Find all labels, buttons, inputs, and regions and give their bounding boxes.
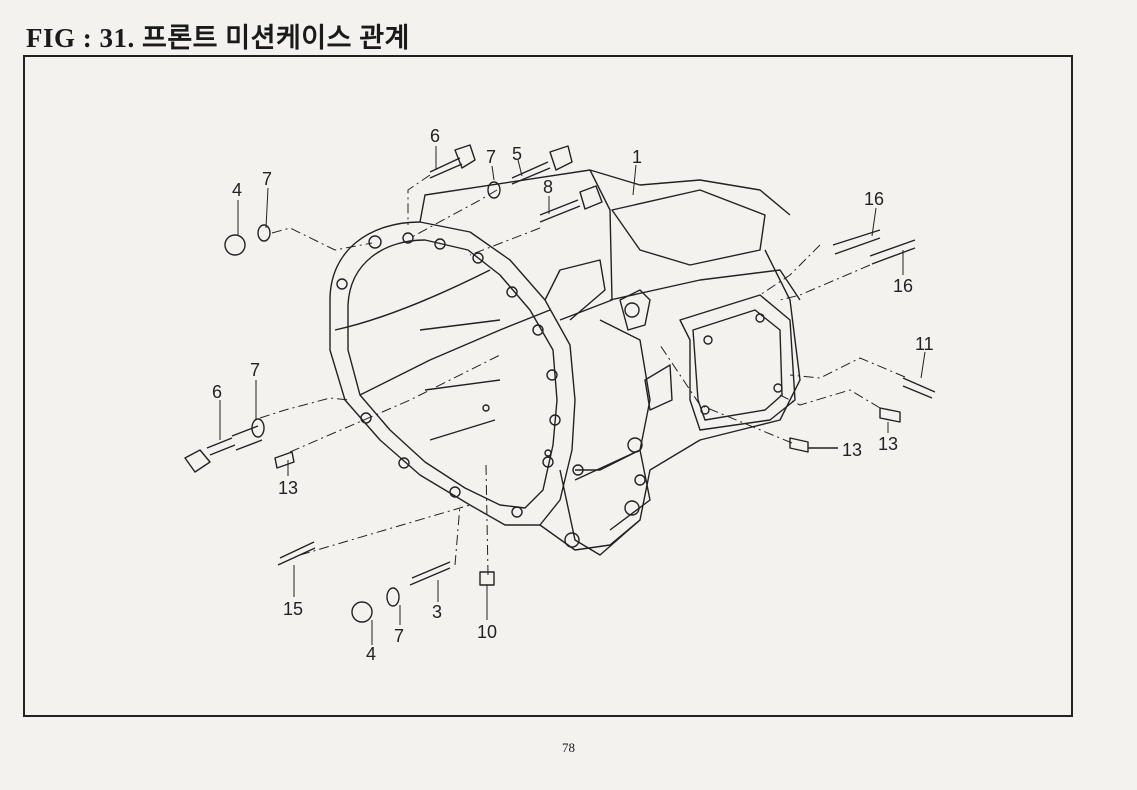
part-label: 8 (543, 177, 553, 197)
front-mission-case (329, 169, 801, 556)
washer-7-left-top (257, 224, 271, 242)
bolt-holes (336, 232, 783, 548)
part-label: 7 (486, 147, 496, 167)
bolt-8 (539, 185, 603, 223)
part-label: 6 (430, 126, 440, 146)
part-label: 13 (842, 440, 862, 460)
part-label: 7 (250, 360, 260, 380)
stud-16-lower (869, 239, 916, 265)
part-label: 4 (366, 644, 376, 664)
part-label: 6 (212, 382, 222, 402)
bolt-6-left (184, 425, 263, 473)
washer-7-top (487, 181, 501, 199)
part-label: 1 (632, 147, 642, 167)
plug-10 (479, 571, 495, 586)
part-label: 15 (283, 599, 303, 619)
part-label: 16 (864, 189, 884, 209)
part-label: 11 (915, 334, 934, 354)
nut-4-top (224, 234, 246, 256)
label-leaders (219, 146, 926, 645)
washer-7-bottom (386, 587, 400, 607)
leader-lines (259, 174, 906, 576)
part-label: 4 (232, 180, 242, 200)
part-label: 7 (262, 169, 272, 189)
part-label: 3 (432, 602, 442, 622)
stud-11 (902, 377, 936, 399)
part-label: 13 (278, 478, 298, 498)
part-label: 5 (512, 144, 522, 164)
part-label: 7 (394, 626, 404, 646)
washer-7-left (251, 418, 265, 438)
nut-4-bottom (351, 601, 373, 623)
dowel-13-left (274, 451, 295, 469)
page-number: 78 (562, 740, 575, 755)
dowel-13-center (789, 437, 809, 453)
stud-3 (409, 561, 451, 586)
fastener-parts (184, 144, 936, 623)
bolt-6-top (429, 144, 476, 179)
part-label: 16 (893, 276, 913, 296)
bolt-5 (511, 145, 573, 185)
dowel-13-right (879, 407, 901, 423)
diagram-frame (23, 55, 1073, 717)
part-label: 10 (477, 622, 497, 642)
part-number-labels: 6 7 5 1 8 4 7 16 16 11 6 7 13 13 13 15 3… (212, 126, 934, 664)
part-label: 13 (878, 434, 898, 454)
stud-16-upper (832, 229, 881, 255)
figure-title: FIG : 31. 프론트 미션케이스 관계 (26, 23, 410, 53)
stud-15 (277, 541, 316, 566)
